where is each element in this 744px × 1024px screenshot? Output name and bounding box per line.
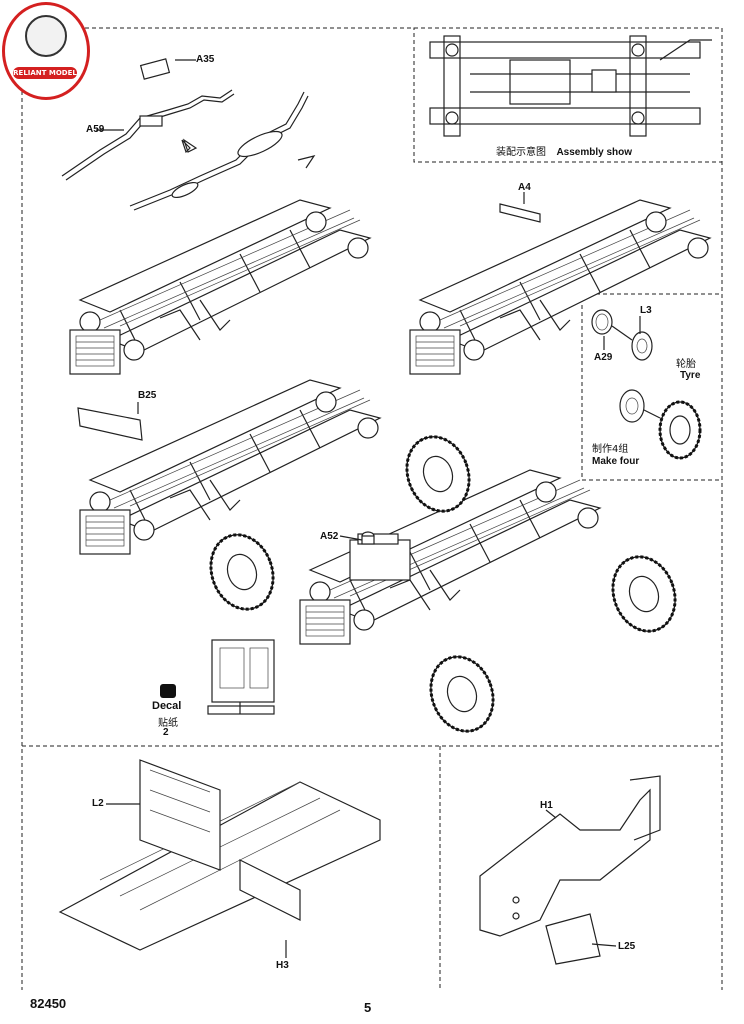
floor-panel [58,759,381,951]
decal-number: 2 [163,727,169,738]
wheel-front-right [611,555,677,633]
direction-arrow [182,138,198,153]
tyre-label-en: Tyre [680,370,701,381]
decal-icon [160,684,176,698]
assembly-show-caption: 装配示意图 Assembly show [496,142,632,160]
wheel-rear-left [209,533,275,611]
label-a52: A52 [320,531,339,542]
part-a4 [499,203,541,223]
label-l2: L2 [92,798,104,809]
assembly-show-en: Assembly show [556,147,633,158]
chassis-step-1 [69,199,371,375]
leader-lines [96,59,641,958]
label-b25: B25 [138,390,157,401]
wheel-front-left [405,435,471,513]
chassis-step-2 [409,199,711,375]
label-a4: A4 [518,182,531,193]
tyre-subassembly [591,309,702,460]
part-b25 [77,407,143,441]
make-four-cn: 制作4组 [592,444,629,455]
tyre-label-cn: 轮胎 [676,359,696,370]
assembly-show-chassis [429,35,712,137]
decal-label-cn: 贴纸 [158,718,178,729]
assembly-show-cn: 装配示意图 [496,147,546,158]
label-a59: A59 [86,124,105,135]
page-number: 5 [364,1000,372,1015]
label-h3: H3 [276,960,289,971]
label-h1: H1 [540,800,553,811]
side-panel [479,775,661,965]
assembly-show-box [413,27,723,163]
engine-part [207,639,275,715]
tyre-subassembly-box [581,293,723,481]
logo-text: RELIANT MODEL [13,67,77,79]
exhaust-parts [61,58,309,211]
label-l25: L25 [618,941,636,952]
kit-number: 82450 [30,996,67,1011]
wheel-rear-right [429,655,495,733]
chassis-step-3 [79,379,381,555]
brand-logo: RELIANT MODEL [2,2,90,100]
label-a29: A29 [594,352,613,363]
decal-label: Decal [152,700,182,712]
label-a35: A35 [196,54,215,65]
make-four-en: Make four [592,456,640,467]
chassis-step-4 [299,469,601,645]
logo-bear-icon [25,15,67,57]
label-l3: L3 [640,305,652,316]
